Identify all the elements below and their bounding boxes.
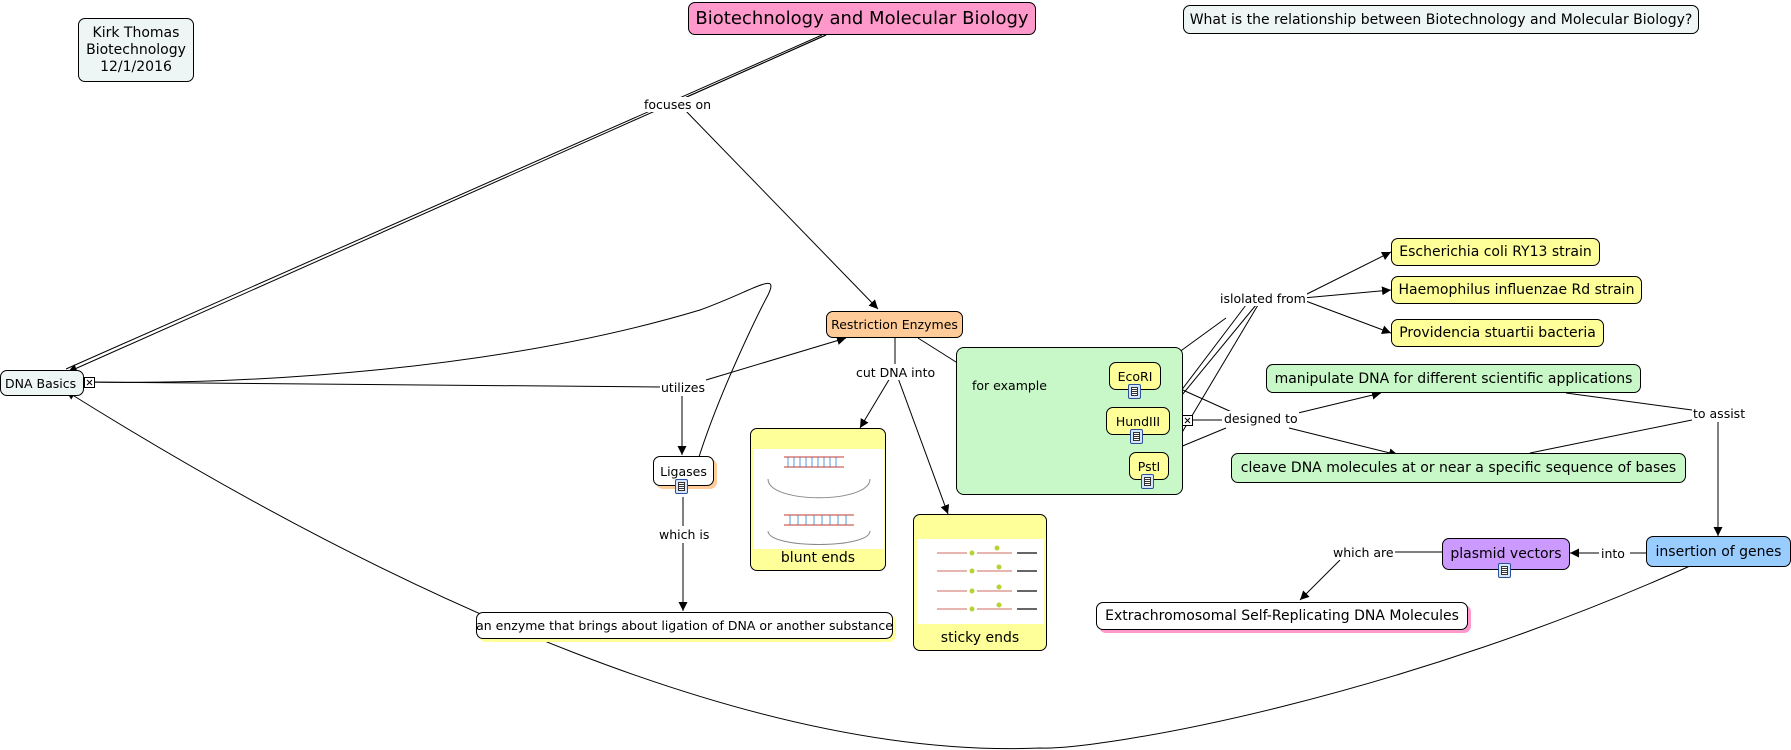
link-title-dna-1	[67, 34, 827, 373]
blunt-ends-diagram	[754, 449, 884, 549]
concept-restriction-enzymes[interactable]: Restriction Enzymes	[826, 311, 963, 338]
link-cut-blunt	[859, 377, 891, 429]
document-icon[interactable]	[1141, 474, 1154, 489]
concept-ecoli[interactable]: Escherichia coli RY13 strain	[1391, 238, 1600, 266]
concept-map-link-icon[interactable]	[1182, 415, 1193, 426]
document-icon[interactable]	[1498, 563, 1511, 578]
link-label-for-example: for example	[971, 378, 1048, 393]
link-label-to-assist: to assist	[1692, 406, 1747, 421]
link-isolated-ecoli	[1302, 251, 1392, 297]
author-course: Biotechnology	[86, 41, 186, 58]
concept-enzyme-definition[interactable]: an enzyme that brings about ligation of …	[476, 612, 893, 639]
concept-providencia[interactable]: Providencia stuartii bacteria	[1391, 319, 1604, 347]
link-whichare-extra	[1299, 559, 1341, 601]
concept-sticky-ends[interactable]: sticky ends	[913, 514, 1047, 651]
link-label-focuses-on: focuses on	[643, 97, 713, 112]
document-icon[interactable]	[1128, 384, 1141, 399]
link-label-islolated-from: islolated from	[1219, 291, 1307, 306]
link-psti-isolated	[1167, 304, 1259, 457]
concept-haemophilus[interactable]: Haemophilus influenzae Rd strain	[1391, 276, 1642, 304]
sticky-ends-diagram	[917, 539, 1044, 624]
link-cleave-assist	[1529, 419, 1693, 454]
concept-insertion[interactable]: insertion of genes	[1646, 536, 1791, 567]
map-title[interactable]: Biotechnology and Molecular Biology	[688, 2, 1036, 35]
link-designed-cleave	[1288, 427, 1399, 458]
author-date: 12/1/2016	[100, 58, 172, 75]
focus-question[interactable]: What is the relationship between Biotech…	[1183, 5, 1699, 34]
concept-extrachromosomal[interactable]: Extrachromosomal Self-Replicating DNA Mo…	[1096, 602, 1468, 630]
author-name: Kirk Thomas	[92, 24, 180, 41]
document-icon[interactable]	[675, 479, 688, 494]
link-label-which-is: which is	[658, 527, 711, 542]
link-designed-manipulate	[1297, 390, 1382, 414]
document-icon[interactable]	[1130, 429, 1143, 444]
link-isolated-haemo	[1302, 286, 1392, 299]
concept-cleave[interactable]: cleave DNA molecules at or near a specif…	[1231, 453, 1686, 483]
concept-map-link-icon[interactable]	[84, 377, 95, 388]
link-label-cut-dna-into: cut DNA into	[855, 365, 937, 380]
link-focuses-restriction	[682, 107, 879, 310]
link-insertion-dna-arc	[65, 390, 1713, 750]
link-title-dna-2	[65, 34, 823, 370]
link-ligases-loop	[85, 282, 772, 461]
link-manipulate-assist	[1565, 392, 1693, 411]
link-dna-utilizes	[83, 381, 661, 388]
link-isolated-provid	[1302, 299, 1392, 335]
link-label-which-are: which are	[1332, 545, 1395, 560]
link-label-utilizes: utilizes	[660, 380, 707, 395]
link-label-into: into	[1600, 546, 1626, 561]
author-box: Kirk Thomas Biotechnology 12/1/2016	[78, 18, 194, 82]
concept-dna-basics[interactable]: DNA Basics	[0, 370, 84, 396]
concept-blunt-ends[interactable]: blunt ends	[750, 428, 886, 571]
concept-manipulate[interactable]: manipulate DNA for different scientific …	[1266, 364, 1641, 393]
link-label-designed-to: designed to	[1223, 411, 1299, 426]
link-utilizes-restriction	[705, 336, 847, 381]
link-cut-sticky	[897, 377, 950, 515]
